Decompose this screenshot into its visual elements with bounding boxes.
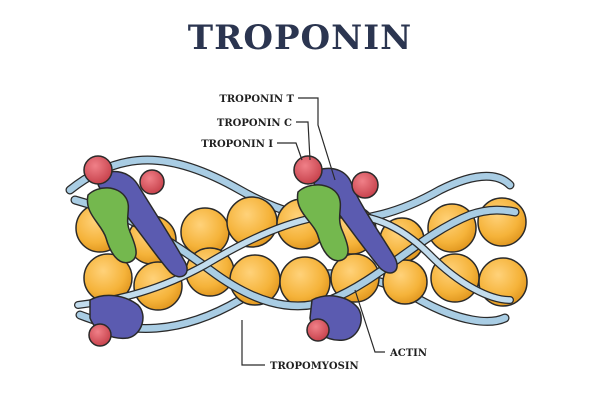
leader-troponin-i <box>277 142 303 161</box>
troponin-c-shape <box>293 155 323 185</box>
leader-lines <box>241 97 385 366</box>
label-tropomyosin: TROPOMYOSIN <box>270 361 359 372</box>
troponin-c-shape <box>306 318 330 342</box>
leader-troponin-t <box>298 97 336 181</box>
troponin-i-shape <box>86 187 137 264</box>
page-title: TROPONIN <box>187 18 413 58</box>
troponin-c-shape <box>139 169 165 195</box>
leader-actin <box>354 289 385 353</box>
actin-monomer <box>477 197 527 247</box>
troponin-complex-left <box>83 155 188 347</box>
troponin-c-shape <box>88 323 112 347</box>
label-troponin-t: TROPONIN T <box>219 94 294 105</box>
leader-tropomyosin <box>241 320 265 366</box>
troponin-c-shape <box>351 171 379 199</box>
label-troponin-i: TROPONIN I <box>201 139 273 150</box>
leader-troponin-c <box>296 121 311 161</box>
label-actin: ACTIN <box>389 348 427 359</box>
troponin-complex-center <box>293 155 398 342</box>
label-troponin-c: TROPONIN C <box>217 118 292 129</box>
troponin-c-shape <box>83 155 113 185</box>
troponin-i-shape <box>296 184 349 262</box>
